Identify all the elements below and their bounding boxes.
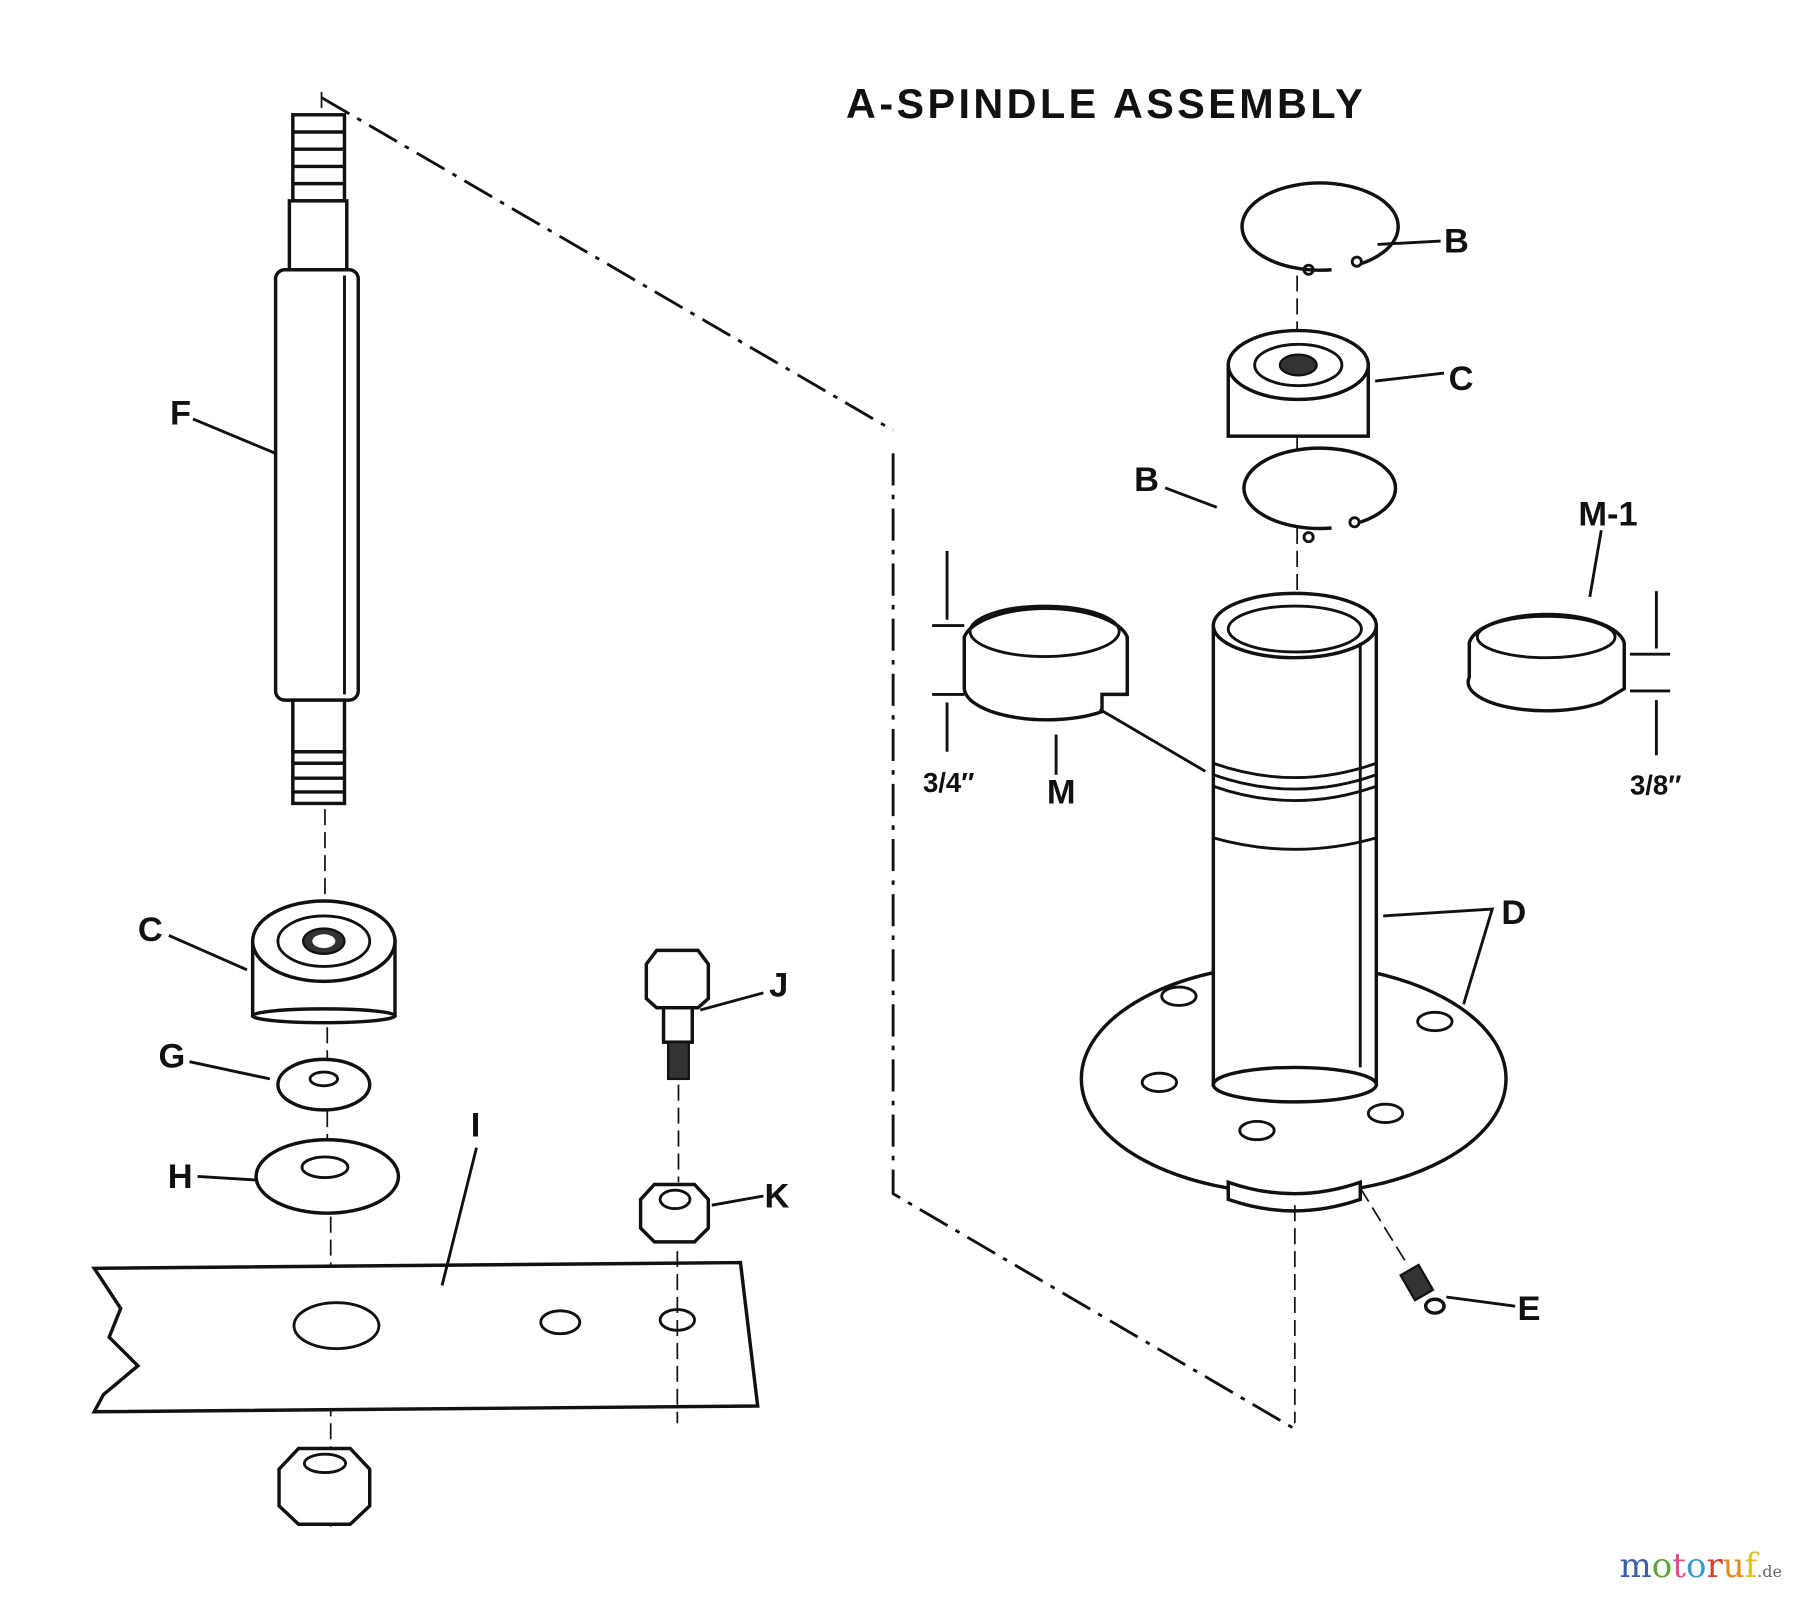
diagram-title: A-SPINDLE ASSEMBLY — [846, 81, 1366, 127]
snap-ring-b-top — [1240, 181, 1400, 276]
label-dim-3-8: 3/8″ — [1630, 769, 1681, 800]
spindle-housing-d — [1079, 591, 1508, 1424]
watermark-logo: motoruf.de — [1619, 1546, 1782, 1586]
snap-ring-b-lower — [1242, 446, 1398, 544]
dim-arrows-3-4 — [932, 550, 965, 752]
nut-bottom — [277, 1446, 372, 1526]
grease-fitting-e — [1359, 1187, 1446, 1315]
bolt-j — [644, 948, 711, 1183]
label-b-lower: B — [1134, 461, 1159, 499]
hose-clamp-m — [962, 604, 1129, 722]
label-f: F — [170, 395, 191, 433]
label-j: J — [769, 966, 788, 1004]
label-c-top: C — [1449, 360, 1474, 398]
label-m: M — [1047, 773, 1076, 811]
blade-i — [91, 1260, 760, 1414]
label-m1: M-1 — [1578, 496, 1637, 534]
label-e: E — [1518, 1290, 1541, 1328]
washer-g — [276, 1057, 372, 1112]
hose-clamp-m1 — [1466, 612, 1626, 713]
assembly-boundary-line — [320, 96, 1296, 1431]
label-k: K — [765, 1177, 790, 1215]
washer-h — [254, 1138, 401, 1215]
label-b-top: B — [1444, 223, 1469, 261]
label-d: D — [1501, 894, 1526, 932]
bearing-c-left — [250, 899, 397, 1025]
spindle-shaft-f — [273, 91, 360, 907]
bearing-c-right — [1226, 328, 1371, 438]
label-g: G — [159, 1037, 186, 1075]
label-c-left: C — [138, 911, 163, 949]
nut-k — [638, 1182, 711, 1424]
dim-arrows-3-8 — [1629, 591, 1671, 756]
label-dim-3-4: 3/4″ — [923, 767, 974, 798]
label-h: H — [168, 1158, 193, 1196]
label-i: I — [471, 1106, 481, 1144]
leader-lines — [168, 239, 1603, 1308]
